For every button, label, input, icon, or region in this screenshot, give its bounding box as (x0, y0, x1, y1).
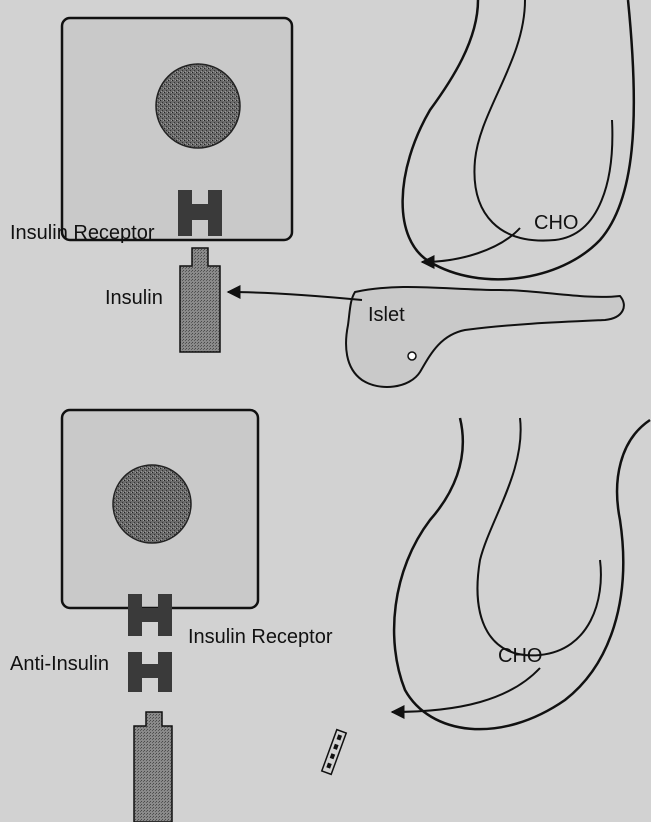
anti-insulin-label: Anti-Insulin (10, 653, 109, 675)
bottom-stomach-inner (478, 418, 601, 655)
top-stomach-inner (474, 0, 612, 241)
bottom-nucleus (113, 465, 191, 543)
top-insulin-hormone (180, 248, 220, 352)
insulin-label: Insulin (105, 287, 163, 309)
bottom-islet-strip (322, 730, 346, 775)
pancreas-outline (346, 287, 624, 387)
anti-insulin-block (128, 652, 172, 692)
islet-icon (408, 352, 416, 360)
islet-label: Islet (368, 304, 405, 326)
bottom-hormone (134, 712, 172, 822)
top-cho-label: CHO (534, 212, 578, 234)
bottom-cho-arrow (392, 668, 540, 712)
insulin-release-arrow (228, 292, 362, 300)
bottom-insulin-receptor-label: Insulin Receptor (188, 626, 333, 648)
top-insulin-receptor-label: Insulin Receptor (10, 222, 155, 244)
bottom-cho-label: CHO (498, 645, 542, 667)
top-nucleus (156, 64, 240, 148)
